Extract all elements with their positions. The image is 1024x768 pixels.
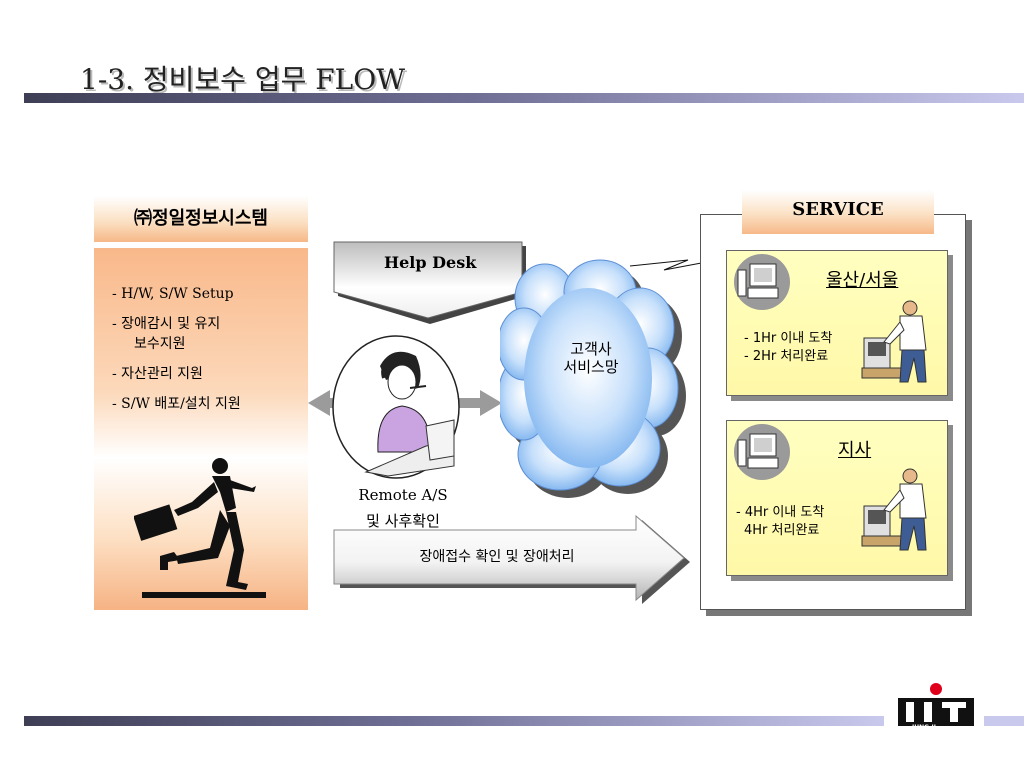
task-item: - 장애감시 및 유지 — [112, 316, 221, 332]
site-title: 지사 — [838, 440, 872, 461]
bottom-divider-bar — [24, 716, 884, 726]
help-desk-shape — [333, 241, 526, 324]
logo-text: JUNG-IL — [912, 724, 938, 731]
company-panel — [94, 248, 308, 610]
cloud-line-2: 서비스망 — [563, 358, 619, 376]
cloud-label: 고객사 서비스망 — [536, 340, 646, 376]
cloud-line-1: 고객사 — [570, 340, 612, 358]
bottom-divider-bar-end — [984, 716, 1024, 726]
top-divider-bar — [24, 93, 1024, 103]
site-detail-line: 4Hr 처리완료 — [744, 523, 820, 538]
fault-handling-label: 장애접수 확인 및 장애처리 — [419, 549, 575, 565]
company-header: ㈜정일정보시스템 — [94, 196, 308, 242]
site-details: - 4Hr 이내 도착 4Hr 처리완료 — [736, 504, 824, 540]
site-title: 울산/서울 — [826, 270, 899, 291]
customer-network-cloud — [500, 259, 686, 498]
remote-line-2: 및 사후확인 — [366, 512, 440, 530]
technician-icon — [861, 468, 927, 551]
page-title: 1-3. 정비보수 업무 FLOW — [80, 63, 406, 96]
site-details: - 1Hr 이내 도착 - 2Hr 처리완료 — [744, 330, 832, 366]
site-detail-line: - 2Hr 처리완료 — [744, 349, 829, 364]
task-item: - S/W 배포/설치 지원 — [112, 396, 241, 412]
phone-computer-icon — [734, 424, 790, 480]
jung-il-logo — [898, 683, 974, 726]
task-item: - 자산관리 지원 — [112, 366, 203, 382]
site-detail-line: - 4Hr 이내 도착 — [736, 505, 825, 520]
site-detail-line: - 1Hr 이내 도착 — [744, 331, 833, 346]
help-desk-label: Help Desk — [384, 253, 477, 272]
running-businessman-icon — [134, 458, 266, 598]
task-item: - H/W, S/W Setup — [112, 286, 234, 302]
remote-line-1: Remote A/S — [358, 486, 448, 504]
service-label: SERVICE — [742, 190, 934, 234]
fault-handling-arrow — [333, 514, 690, 604]
task-item: 보수지원 — [134, 336, 186, 352]
technician-icon — [861, 300, 927, 383]
phone-computer-icon — [734, 254, 790, 310]
company-task-list: - H/W, S/W Setup - 장애감시 및 유지 보수지원 - 자산관리… — [112, 284, 241, 424]
help-desk-operator-icon — [332, 335, 460, 479]
remote-as-label: Remote A/S 및 사후확인 — [338, 482, 468, 534]
